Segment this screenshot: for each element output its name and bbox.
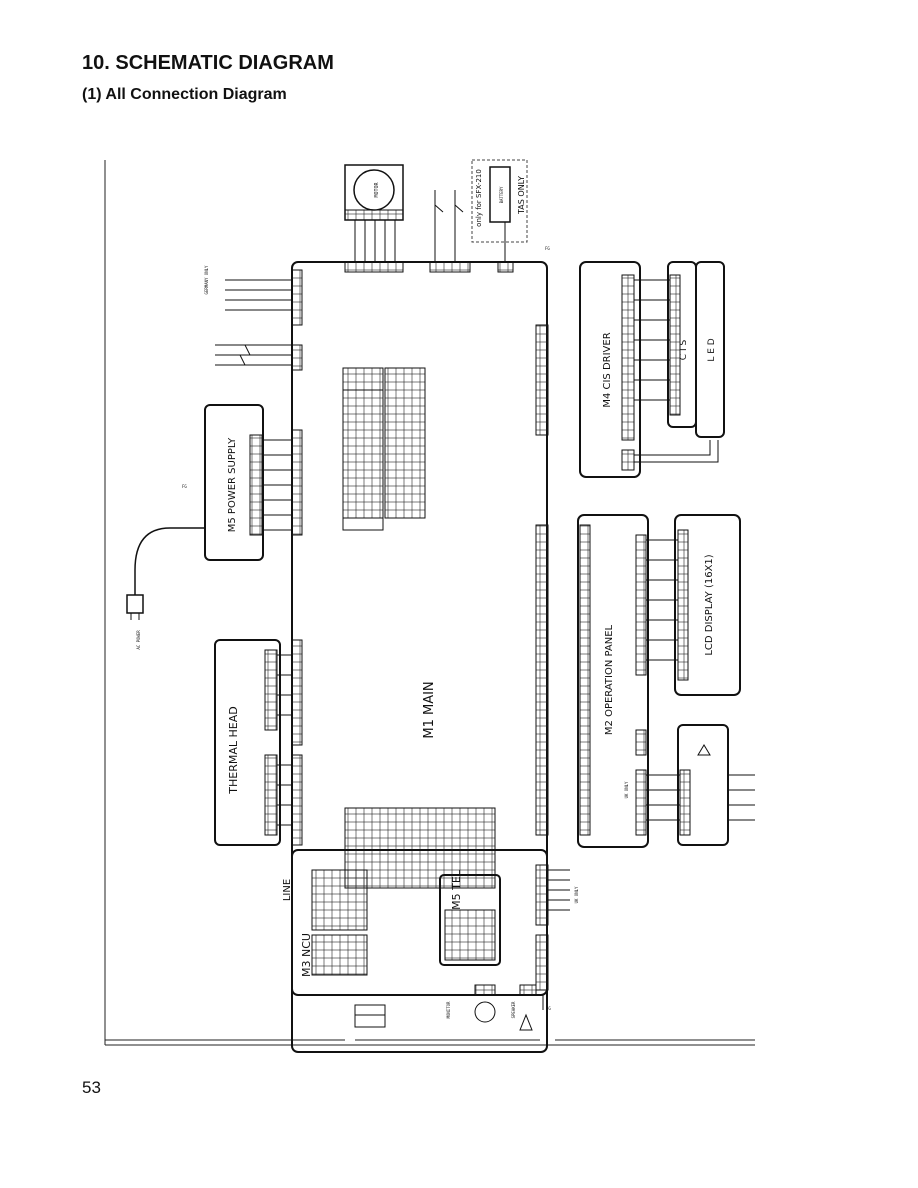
cis-driver-label: M4 CIS DRIVER	[602, 332, 613, 407]
lcd-label: LCD DISPLAY (16X1)	[704, 554, 715, 655]
ac-power-cord: AC POWER	[126, 527, 205, 650]
germany-only-label: GERMANY ONLY	[204, 265, 209, 294]
fg-label-bottom: FG	[546, 1006, 551, 1011]
sfx-only-label: only for SFX-210	[475, 169, 483, 227]
power-supply-label: M5 POWER SUPPLY	[227, 437, 238, 532]
m5-power-supply: M5 POWER SUPPLY FG	[182, 404, 292, 561]
tel-label: M5 TEL	[450, 869, 463, 910]
motor: MOTOR	[344, 164, 404, 273]
page-title: 10. SCHEMATIC DIAGRAM	[82, 52, 334, 74]
battery-label: BATTERY	[499, 186, 504, 203]
tas-only-label: TAS ONLY	[517, 176, 526, 215]
uk-only-wiring: UK ONLY FG	[535, 864, 579, 1011]
ncu-label: M3 NCU	[300, 933, 313, 977]
line-label: LINE	[282, 879, 293, 901]
frame	[104, 160, 755, 1046]
led-label: L E D	[707, 338, 717, 361]
switch-group-2	[215, 344, 292, 366]
cis-label: C I S	[679, 340, 689, 361]
page-number: 53	[82, 1078, 101, 1097]
fg-label-top: FG	[545, 246, 550, 251]
lcd-display: LCD DISPLAY (16X1)	[646, 514, 741, 696]
m3-ncu: M3 NCU LINE M5 TEL	[282, 849, 548, 996]
cis-led: C I S L E D	[634, 261, 725, 463]
m1-main-label: M1 MAIN	[422, 681, 437, 738]
m2-operation-panel: M2 OPERATION PANEL UK ONLY	[535, 514, 649, 848]
mic-board	[646, 724, 755, 846]
switches	[429, 190, 471, 273]
thermal-head-label: THERMAL HEAD	[227, 706, 240, 794]
germany-only-switch: GERMANY ONLY	[204, 265, 292, 311]
bottom-accessories: MONITOR SPEAKER	[354, 984, 537, 1031]
m1-main-board: M1 MAIN	[291, 261, 548, 1053]
schematic-diagram: M1 MAIN MOTOR BATTERY TAS ONLY	[104, 159, 755, 1053]
uk-only-label-main: UK ONLY	[574, 886, 579, 903]
motor-label: MOTOR	[374, 181, 380, 197]
uk-only-label-panel: UK ONLY	[624, 781, 629, 798]
operation-panel-label: M2 OPERATION PANEL	[604, 624, 615, 735]
ac-power-label: AC POWER	[136, 630, 141, 650]
main-left-connectors	[291, 269, 303, 846]
speaker-label: SPEAKER	[511, 1001, 516, 1018]
m4-cis-driver: M4 CIS DRIVER	[535, 261, 641, 478]
battery-tas-only: BATTERY TAS ONLY only for SFX-210 FG	[471, 159, 550, 273]
monitor-label: MONITOR	[446, 1001, 451, 1018]
thermal-head: THERMAL HEAD	[214, 639, 292, 846]
fg-label-ps: FG	[182, 484, 187, 489]
section-subtitle: (1) All Connection Diagram	[82, 86, 287, 103]
